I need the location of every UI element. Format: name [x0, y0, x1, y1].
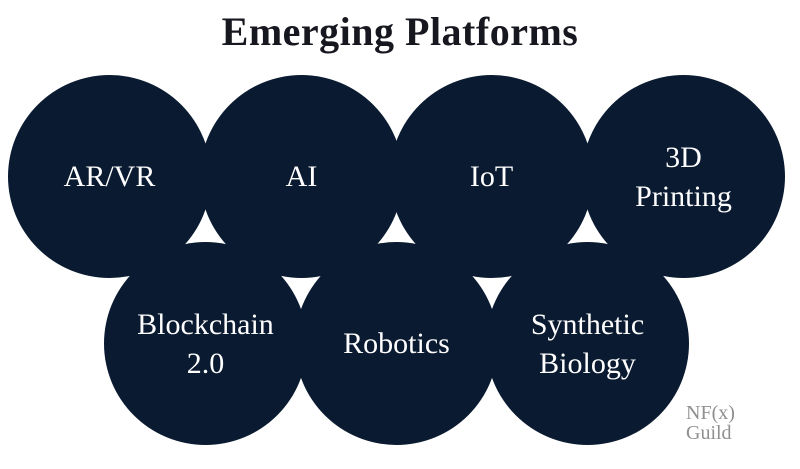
circle-robotics: Robotics — [295, 242, 498, 445]
circle-ar-vr: AR/VR — [8, 75, 211, 278]
circle-synthetic-biology: Synthetic Biology — [486, 242, 689, 445]
watermark-nfx-guild: NF(x) Guild — [686, 402, 735, 444]
circle-label-synthetic-biology: Synthetic Biology — [530, 307, 645, 380]
circle-label-ar-vr: AR/VR — [63, 160, 156, 193]
circle-label-iot: IoT — [469, 160, 514, 193]
circle-3d-printing: 3D Printing — [582, 75, 785, 278]
circle-label-ai: AI — [285, 160, 318, 193]
circle-label-3d-printing: 3D Printing — [635, 140, 732, 213]
circle-blockchain-2-0: Blockchain 2.0 — [104, 242, 307, 445]
slide-title: Emerging Platforms — [221, 9, 579, 54]
circle-ai: AI — [200, 75, 403, 278]
circle-label-robotics: Robotics — [343, 327, 450, 360]
circle-label-blockchain-2-0: Blockchain 2.0 — [137, 307, 274, 380]
circle-iot: IoT — [390, 75, 593, 278]
